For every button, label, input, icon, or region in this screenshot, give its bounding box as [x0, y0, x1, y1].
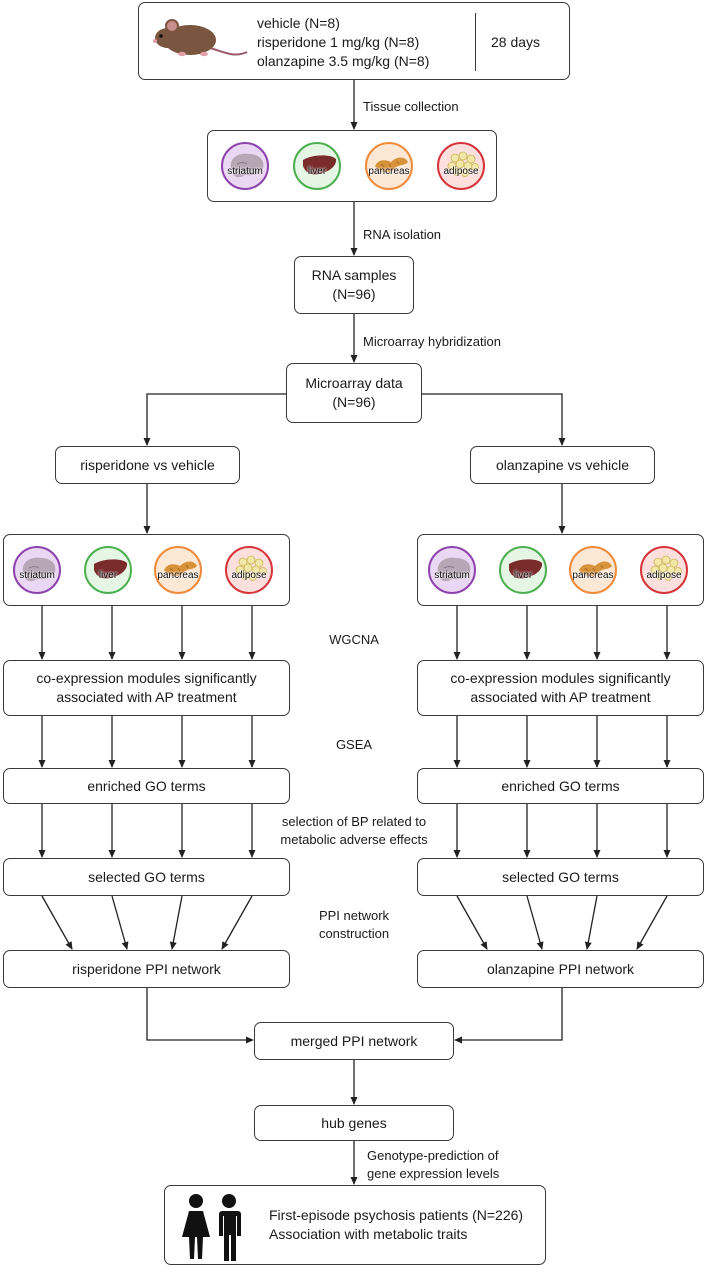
brain-icon [22, 557, 56, 582]
selected-go-box-olanzapine: selected GO terms [417, 858, 704, 896]
olanzapine-ppi-box: olanzapine PPI network [417, 950, 704, 988]
flow-arrow-32 [111, 895, 129, 950]
tissue-label: liver [513, 570, 533, 581]
adipose-icon [235, 555, 267, 581]
tissue-label: liver [98, 570, 118, 581]
tissue-label: striatum [434, 570, 470, 581]
flow-arrow-31 [41, 895, 73, 950]
tissue-label: striatum [227, 166, 263, 177]
group-risperidone: risperidone 1 mg/kg (N=8) [257, 33, 420, 50]
step-wgcna: WGCNA [329, 632, 379, 647]
enriched-go-box-risperidone: enriched GO terms [3, 768, 290, 804]
brain-icon [230, 153, 264, 178]
liver-icon [509, 559, 543, 579]
step-microarray-hybridization: Microarray hybridization [363, 334, 501, 349]
tissue-liver-1: liver [84, 546, 132, 594]
step-rna-isolation: RNA isolation [363, 227, 442, 242]
tissue-label: pancreas [157, 570, 199, 581]
patients-box: First-episode psychosis patients (N=226)… [164, 1185, 546, 1265]
tissue-label: adipose [646, 570, 682, 581]
tissue-liver-2: liver [499, 546, 547, 594]
flow-arrow-36 [526, 895, 544, 950]
adipose-icon [650, 555, 682, 581]
tissue-striatum-1: striatum [13, 546, 61, 594]
enriched-go-box-olanzapine: enriched GO terms [417, 768, 704, 804]
pancreas-icon [164, 561, 197, 577]
flow-arrow-37 [584, 895, 598, 950]
flow-arrow-34 [221, 895, 253, 950]
microarray-data-box: Microarray data(N=96) [286, 363, 422, 423]
tissue-adipose-1: adipose [225, 546, 273, 594]
tissue-label: pancreas [368, 166, 410, 177]
duration-label: 28 days [491, 34, 541, 50]
group-olanzapine: olanzapine 3.5 mg/kg (N=8) [257, 52, 430, 69]
risperidone-ppi-box: risperidone PPI network [3, 950, 290, 988]
tissue-label: adipose [231, 570, 267, 581]
tissue-label: striatum [19, 570, 55, 581]
adipose-icon [447, 151, 479, 177]
flow-arrow-40 [454, 988, 563, 1044]
tissue-adipose-0: adipose [437, 142, 485, 190]
flow-arrow-3 [143, 393, 286, 446]
flow-arrow-39 [146, 988, 254, 1044]
pancreas-icon [579, 561, 612, 577]
brain-icon [437, 557, 471, 582]
tissue-liver-0: liver [293, 142, 341, 190]
flow-arrow-38 [636, 895, 668, 950]
metabolic-association: Association with metabolic traits [269, 1225, 468, 1242]
flow-arrow-4 [422, 393, 566, 446]
tissue-label: adipose [443, 166, 479, 177]
tissue-pancreas-1: pancreas [154, 546, 202, 594]
tissue-pancreas-0: pancreas [365, 142, 413, 190]
step-tissue-collection: Tissue collection [363, 99, 459, 114]
tissue-striatum-0: striatum [221, 142, 269, 190]
hub-genes-box: hub genes [254, 1105, 454, 1141]
flow-arrow-35 [456, 895, 488, 950]
mouse-icon [153, 19, 248, 57]
patients-count: First-episode psychosis patients (N=226) [269, 1207, 524, 1223]
liver-icon [94, 559, 128, 579]
tissue-label: liver [307, 166, 327, 177]
flow-arrow-33 [169, 895, 183, 950]
tissue-pancreas-2: pancreas [569, 546, 617, 594]
tissue-label: pancreas [572, 570, 614, 581]
group-vehicle: vehicle (N=8) [257, 15, 340, 31]
rna-samples-box: RNA samples(N=96) [294, 256, 414, 314]
people-icon [182, 1194, 241, 1261]
box-divider [475, 13, 477, 71]
pancreas-icon [375, 157, 408, 173]
selected-go-box-risperidone: selected GO terms [3, 858, 290, 896]
olanzapine-vs-vehicle-box: olanzapine vs vehicle [470, 446, 655, 484]
merged-ppi-box: merged PPI network [254, 1022, 454, 1060]
tissue-striatum-2: striatum [428, 546, 476, 594]
tissue-adipose-2: adipose [640, 546, 688, 594]
liver-icon [303, 155, 337, 175]
risperidone-vs-vehicle-box: risperidone vs vehicle [55, 446, 240, 484]
step-gsea: GSEA [335, 737, 373, 752]
